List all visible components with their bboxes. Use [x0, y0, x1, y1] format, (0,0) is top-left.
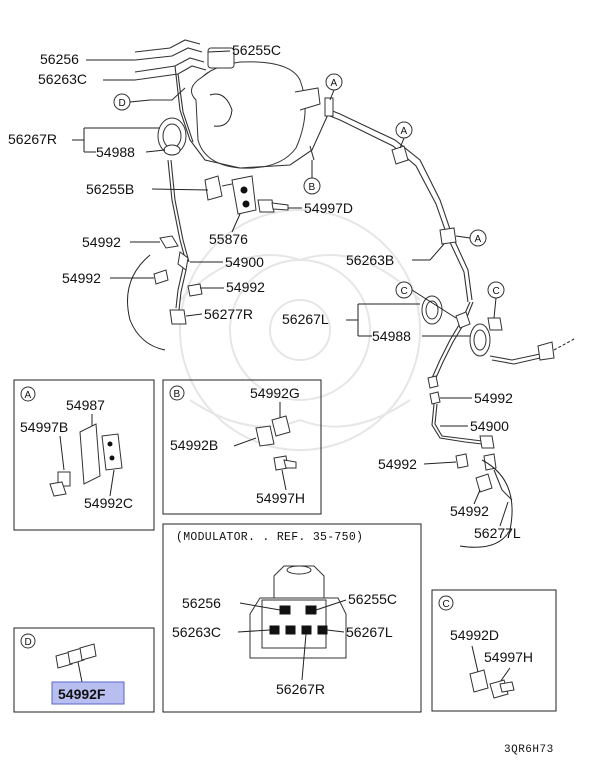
label-54992-b: 54992 [62, 270, 101, 286]
detail-box-d: D 54992F [13, 627, 155, 713]
svg-text:D: D [25, 637, 32, 648]
rear-right-hose [427, 375, 513, 548]
label-54992-c: 54992 [226, 279, 265, 295]
label-56267L-main: 56267L [282, 311, 329, 327]
callout-b-1: B [303, 160, 321, 195]
svg-text:A: A [25, 390, 32, 401]
valve-55876 [204, 175, 257, 215]
label-56267R-mod: 56267R [276, 681, 325, 697]
label-54900-right: 54900 [470, 418, 509, 434]
modulator-box: (MODULATOR. . REF. 35-750) 56256 56255C … [162, 523, 422, 713]
svg-text:A: A [401, 126, 408, 137]
svg-text:D: D [119, 98, 126, 109]
modulator-title: (MODULATOR. . REF. 35-750) [176, 531, 363, 544]
label-54992-a: 54992 [82, 234, 121, 250]
label-54987: 54987 [66, 397, 105, 413]
svg-text:C: C [401, 286, 408, 297]
label-56255C: 56255C [232, 42, 281, 58]
svg-text:C: C [493, 286, 500, 297]
front-left-hose [127, 235, 203, 351]
callout-a-3: A [455, 229, 487, 247]
callout-a-2: A [395, 121, 413, 149]
label-56255B: 56255B [86, 181, 134, 197]
svg-text:B: B [174, 389, 181, 400]
right-side-pipes [309, 97, 577, 381]
label-56255C-mod: 56255C [348, 591, 397, 607]
detail-box-c: C 54992D 54997H [431, 589, 557, 712]
label-54992G: 54992G [250, 385, 300, 401]
watermark [179, 209, 421, 451]
label-54997H-b: 54997H [256, 490, 305, 506]
label-54997H-c: 54997H [484, 649, 533, 665]
label-56267R: 56267R [8, 131, 57, 147]
label-56263C-mod: 56263C [172, 624, 221, 640]
label-56256: 56256 [40, 51, 79, 67]
label-54992D: 54992D [450, 627, 499, 643]
svg-text:A: A [331, 78, 338, 89]
callout-d-main: D [113, 93, 151, 111]
part-highlight-54992F[interactable] [51, 681, 125, 705]
label-56277L: 56277L [474, 525, 521, 541]
label-54992-e: 54992 [378, 456, 417, 472]
master-cylinder-reservoir [191, 47, 321, 169]
label-56277R: 56277R [204, 306, 253, 322]
label-56263B: 56263B [346, 252, 394, 268]
label-54992C: 54992C [84, 495, 133, 511]
detail-box-a: A 54987 54997B 54992C [13, 379, 155, 531]
label-54992B: 54992B [170, 437, 218, 453]
label-54988-left: 54988 [96, 144, 135, 160]
label-54997D: 54997D [304, 200, 353, 216]
svg-text:C: C [443, 599, 450, 610]
callout-c-2: C [487, 281, 505, 319]
label-54992F[interactable]: 54992F [58, 686, 106, 702]
main-labels: 56256 56263C 56255C D 56267R 54988 56255… [8, 42, 521, 541]
upper-left-pipes [134, 39, 331, 263]
label-56267L-mod: 56267L [346, 624, 393, 640]
svg-text:B: B [309, 182, 316, 193]
label-56263C: 56263C [38, 71, 87, 87]
callout-a-1: A [325, 73, 343, 101]
diagram-id: 3QR6H73 [504, 744, 554, 756]
label-54997B: 54997B [20, 419, 68, 435]
label-54992-f: 54992 [450, 503, 489, 519]
callout-c-1: C [395, 281, 457, 319]
label-55876: 55876 [209, 231, 248, 247]
detail-box-b: B 54992G 54992B 54997H [162, 379, 322, 515]
bolt-54997D [257, 199, 289, 213]
svg-text:A: A [475, 234, 482, 245]
label-56256-mod: 56256 [182, 595, 221, 611]
label-54900-left: 54900 [225, 254, 264, 270]
label-54992-d: 54992 [474, 390, 513, 406]
label-54988-right: 54988 [372, 328, 411, 344]
